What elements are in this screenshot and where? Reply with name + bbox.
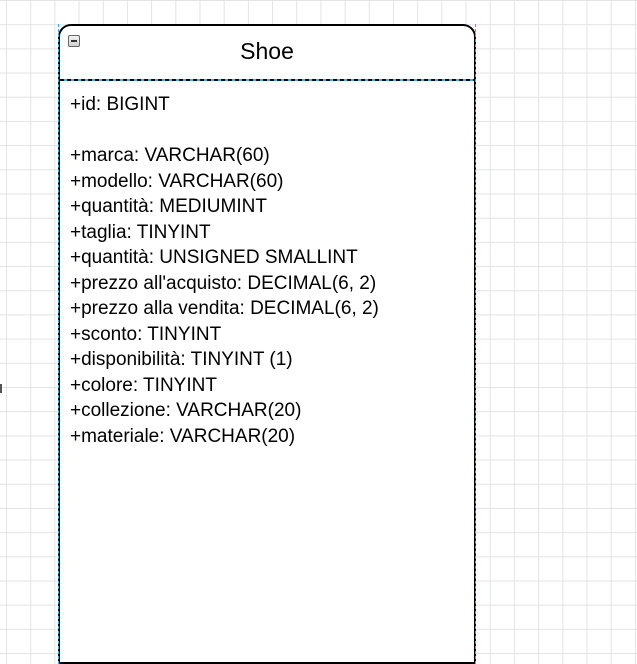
attribute-marca[interactable]: +marca: VARCHAR(60) — [70, 145, 270, 166]
attribute-prezzo-acquisto[interactable]: +prezzo all'acquisto: DECIMAL(6, 2) — [70, 272, 377, 294]
attribute-collezione[interactable]: +collezione: VARCHAR(20) — [70, 400, 302, 421]
attribute-quantita[interactable]: +quantità: MEDIUMINT — [70, 196, 267, 217]
uml-class-shoe[interactable]: Shoe +id: BIGINT +marca: VARCHAR(60) +mo… — [58, 24, 476, 664]
minus-box-icon[interactable] — [68, 35, 80, 47]
attribute-taglia[interactable]: +taglia: TINYINT — [70, 221, 211, 243]
attribute-materiale[interactable]: +materiale: VARCHAR(20) — [70, 425, 296, 447]
attribute-quantita-unsigned[interactable]: +quantità: UNSIGNED SMALLINT — [70, 247, 358, 268]
left-edge-handle — [0, 384, 2, 393]
attribute-modello[interactable]: +modello: VARCHAR(60) — [70, 170, 284, 192]
attribute-disponibilita[interactable]: +disponibilità: TINYINT (1) — [70, 349, 293, 370]
attribute-id[interactable]: +id: BIGINT — [70, 94, 170, 115]
class-name[interactable]: Shoe — [240, 38, 294, 64]
attribute-spacer — [70, 118, 474, 144]
attribute-sconto[interactable]: +sconto: TINYINT — [70, 323, 222, 345]
attribute-prezzo-vendita[interactable]: +prezzo alla vendita: DECIMAL(6, 2) — [70, 298, 379, 319]
attribute-list[interactable]: +id: BIGINT +marca: VARCHAR(60) +modello… — [60, 81, 474, 449]
class-header[interactable]: Shoe — [60, 26, 474, 81]
attribute-colore[interactable]: +colore: TINYINT — [70, 374, 217, 396]
